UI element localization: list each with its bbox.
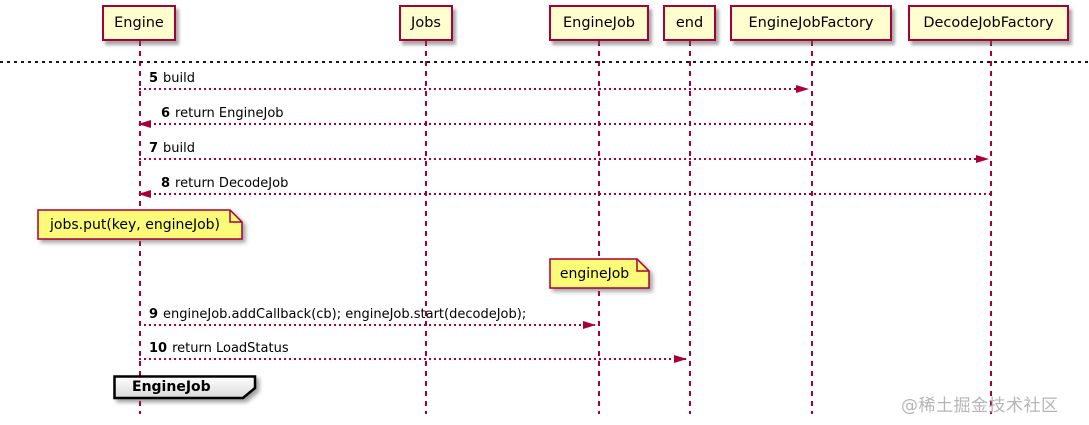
message-number: 8	[161, 176, 171, 191]
arrowhead-right-icon	[583, 321, 596, 329]
message-return-enginejob: 6 return EngineJob	[138, 103, 812, 128]
participant-label: Jobs	[411, 15, 441, 31]
participant-label: Engine	[114, 15, 164, 31]
participant-label: EngineJobFactory	[748, 15, 874, 31]
note-shape	[37, 209, 243, 240]
message-line	[139, 358, 686, 360]
message-build-decodejobfactory: 7 build	[139, 138, 989, 163]
note-text: engineJob	[559, 265, 630, 282]
message-label: 9 engineJob.addCallback(cb); engineJob.st…	[149, 307, 526, 322]
message-return-decodejob: 8 return DecodeJob	[138, 173, 990, 198]
message-label: 8 return DecodeJob	[161, 176, 288, 191]
arrowhead-left-icon	[138, 190, 151, 198]
note-fold-icon	[229, 210, 242, 223]
message-label: 7 build	[149, 141, 195, 156]
participant-enginejobfactory: EngineJobFactory	[730, 5, 892, 41]
participant-label: DecodeJobFactory	[923, 15, 1054, 31]
message-number: 5	[149, 71, 159, 86]
participant-jobs: Jobs	[399, 5, 453, 41]
message-line	[139, 88, 808, 90]
message-line	[139, 193, 990, 195]
note-text: jobs.put(key, engineJob)	[50, 216, 220, 233]
participant-enginejob: EngineJob	[549, 5, 649, 41]
lifeline-decodejobfactory	[990, 41, 992, 414]
participant-label: end	[675, 15, 704, 31]
arrowhead-right-icon	[674, 355, 687, 363]
message-text: return LoadStatus	[172, 341, 289, 356]
message-text: return EngineJob	[175, 106, 284, 121]
participant-label: EngineJob	[562, 15, 636, 31]
message-number: 6	[161, 106, 171, 121]
message-number: 10	[149, 341, 168, 356]
group-ref-text: EngineJob	[132, 379, 211, 395]
message-number: 9	[149, 307, 159, 322]
arrowhead-right-icon	[796, 85, 809, 93]
message-label: 5 build	[149, 71, 195, 86]
arrowhead-right-icon	[976, 155, 989, 163]
group-ref-shape	[113, 375, 257, 400]
group-ref-label-enginejob: EngineJob	[113, 375, 259, 401]
lifeline-enginejobfactory	[811, 41, 813, 414]
note-enginejob: engineJob	[549, 258, 650, 289]
message-line	[139, 123, 812, 125]
message-label: 6 return EngineJob	[161, 106, 284, 121]
arrowhead-left-icon	[138, 120, 151, 128]
message-line	[139, 324, 595, 326]
message-label: 10 return LoadStatus	[149, 341, 289, 356]
lifeline-enginejob	[598, 41, 600, 414]
message-text: return DecodeJob	[175, 176, 289, 191]
message-text: build	[163, 141, 196, 156]
message-build-enginejobfactory: 5 build	[139, 68, 809, 93]
message-text: engineJob.addCallback(cb); engineJob.sta…	[163, 307, 527, 322]
participant-engine: Engine	[102, 5, 176, 41]
message-text: build	[163, 71, 196, 86]
delay-separator-line	[0, 61, 1089, 63]
note-shape	[549, 258, 650, 289]
note-fold-icon	[636, 259, 649, 272]
watermark: @稀土掘金技术社区	[901, 396, 1059, 416]
message-number: 7	[149, 141, 159, 156]
lifeline-end	[689, 41, 691, 414]
note-jobs-put: jobs.put(key, engineJob)	[37, 209, 243, 240]
message-addcallback-start: 9 engineJob.addCallback(cb); engineJob.st…	[139, 304, 596, 329]
message-return-loadstatus: 10 return LoadStatus	[139, 338, 687, 363]
participant-decodejobfactory: DecodeJobFactory	[908, 5, 1069, 41]
message-line	[139, 158, 988, 160]
participant-end: end	[663, 5, 716, 41]
lifeline-jobs	[425, 41, 427, 414]
